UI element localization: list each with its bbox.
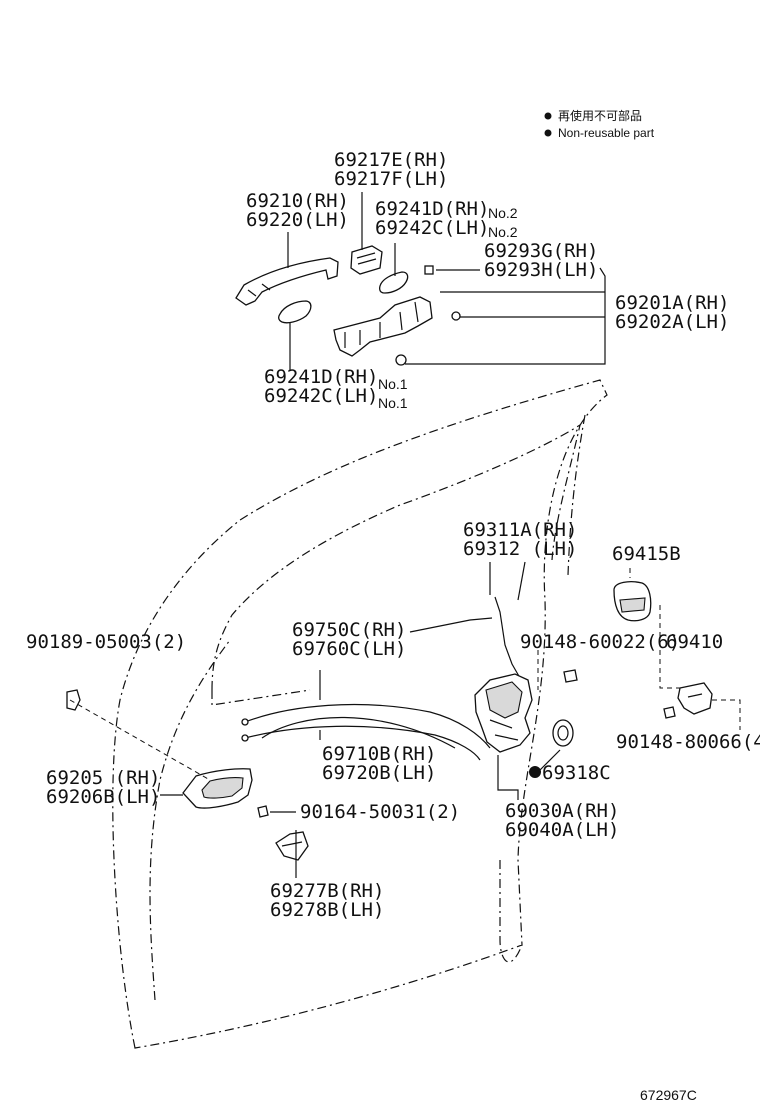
label-90189: 90189-05003(2) [26, 631, 186, 653]
label-no2-b: No.2 [488, 224, 518, 240]
inside-handle-bezel[interactable] [275, 831, 309, 861]
part-labels: 69217E(RH) 69217F(LH) 69210(RH) 69220(LH… [26, 149, 760, 1103]
door-outline [112, 379, 608, 1049]
label-69202A: 69202A(LH) [615, 311, 729, 333]
label-69750C: 69750C(RH) [292, 619, 406, 641]
outside-door-handle[interactable] [235, 257, 339, 306]
lock-cover[interactable] [552, 719, 574, 747]
label-69415B: 69415B [612, 543, 681, 565]
label-69217F: 69217F(LH) [334, 168, 448, 190]
label-69720B: 69720B(LH) [322, 762, 436, 784]
label-69030A: 69030A(RH) [505, 800, 619, 822]
door-cables[interactable] [241, 703, 491, 761]
label-no1-b: No.1 [378, 395, 408, 411]
label-69217E: 69217E(RH) [334, 149, 448, 171]
screw-icon[interactable] [257, 805, 269, 818]
label-90148-80066: 90148-80066(4) [616, 731, 760, 753]
label-69311A: 69311A(RH) [463, 519, 577, 541]
label-69278B: 69278B(LH) [270, 899, 384, 921]
leader-lines [69, 192, 741, 878]
label-no1-a: No.1 [378, 376, 408, 392]
label-69241D-no2: 69241D(RH) [375, 198, 489, 220]
diagram-code: 672967C [640, 1087, 697, 1103]
non-reusable-bullet-icon [544, 112, 552, 120]
striker-group [613, 581, 713, 719]
label-no2-a: No.2 [488, 205, 518, 221]
non-reusable-bullet-icon [529, 766, 541, 778]
label-69710B: 69710B(RH) [322, 743, 436, 765]
label-69312: 69312 (LH) [463, 538, 577, 560]
inside-handle-group [66, 689, 309, 861]
label-69206B: 69206B(LH) [46, 786, 160, 808]
label-69293G: 69293G(RH) [484, 240, 598, 262]
legend-line-1: 再使用不可部品 [558, 108, 642, 123]
non-reusable-bullet-icon [544, 129, 552, 137]
label-69242C-no1: 69242C(LH) [264, 385, 378, 407]
handle-pad-no1[interactable] [278, 300, 312, 324]
legend-line-2: Non-reusable part [558, 126, 655, 140]
outside-handle-group [235, 245, 461, 366]
label-69410: 69410 [666, 631, 723, 653]
label-90164: 90164-50031(2) [300, 801, 460, 823]
label-69760C: 69760C(LH) [292, 638, 406, 660]
door-striker[interactable] [677, 682, 713, 715]
screw-icon[interactable] [663, 706, 676, 719]
label-69277B: 69277B(RH) [270, 880, 384, 902]
handle-cover[interactable] [350, 245, 383, 275]
label-69210: 69210(RH) [246, 190, 349, 212]
label-69318C: 69318C [542, 762, 611, 784]
lock-group [474, 596, 578, 753]
clip-icon[interactable] [66, 689, 81, 711]
label-69242C-no2: 69242C(LH) [375, 217, 489, 239]
legend: 再使用不可部品 Non-reusable part [544, 108, 655, 140]
lock-rod[interactable] [494, 596, 521, 679]
label-69201A: 69201A(RH) [615, 292, 729, 314]
handle-pad-no2[interactable] [379, 271, 409, 294]
label-90148-60022: 90148-60022(6) [520, 631, 680, 653]
label-69293H: 69293H(LH) [484, 259, 598, 281]
screw-icon[interactable] [563, 669, 578, 683]
label-69040A: 69040A(LH) [505, 819, 619, 841]
label-69220: 69220(LH) [246, 209, 349, 231]
label-69205: 69205 (RH) [46, 767, 160, 789]
label-69241D-no1: 69241D(RH) [264, 366, 378, 388]
outside-handle-frame[interactable] [333, 296, 433, 357]
